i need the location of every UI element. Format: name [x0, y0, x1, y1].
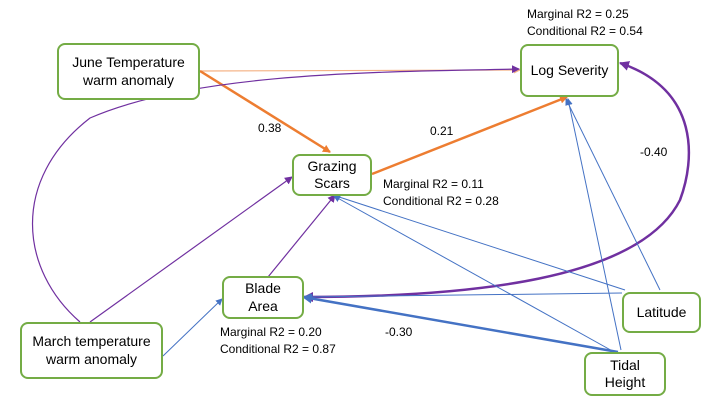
node-march-temperature: March temperature warm anomaly — [20, 322, 163, 379]
node-grazing-scars: Grazing Scars — [292, 154, 372, 196]
log-severity-conditional-r2: Conditional R2 = 0.54 — [527, 24, 643, 39]
blade-marginal-r2: Marginal R2 = 0.20 — [220, 325, 322, 339]
edge-latitude-to-log-severity — [565, 98, 661, 291]
edge-latitude-to-blade — [304, 292, 623, 301]
edge-grazing-to-log-severity — [371, 95, 568, 176]
blade-conditional-r2: Conditional R2 = 0.87 — [220, 342, 336, 357]
blade-fit-stats: Marginal R2 = 0.20 Conditional R2 = 0.87 — [220, 324, 336, 359]
edge-blade-to-grazing — [267, 194, 336, 278]
edge-tidal-to-blade — [302, 293, 619, 354]
node-latitude: Latitude — [622, 292, 701, 333]
grazing-fit-stats: Marginal R2 = 0.11 Conditional R2 = 0.28 — [383, 176, 499, 211]
edge-june-to-grazing — [199, 69, 331, 154]
node-tidal-height: Tidal Height — [584, 352, 666, 396]
edge-tidal-to-log-severity — [565, 98, 622, 351]
coef-grazing-to-log-severity: 0.21 — [430, 124, 454, 138]
log-severity-marginal-r2: Marginal R2 = 0.25 — [527, 7, 629, 21]
edge-latitude-to-grazing — [332, 193, 626, 291]
edge-march-to-grazing — [89, 176, 293, 323]
node-blade-area: Blade Area — [222, 276, 304, 319]
edge-tidal-to-grazing — [333, 195, 617, 354]
coef-log-severity-blade: -0.40 — [640, 145, 668, 159]
log-severity-fit-stats: Marginal R2 = 0.25 Conditional R2 = 0.54 — [527, 6, 643, 41]
coef-june-to-grazing: 0.38 — [258, 121, 282, 135]
node-june-temperature: June Temperature warm anomaly — [57, 43, 200, 100]
edge-march-to-blade — [162, 298, 223, 357]
coef-tidal-to-blade: -0.30 — [385, 325, 413, 339]
grazing-marginal-r2: Marginal R2 = 0.11 — [383, 177, 484, 191]
edge-log-severity-blade-correlation — [303, 61, 691, 302]
node-log-severity: Log Severity — [520, 44, 619, 97]
grazing-conditional-r2: Conditional R2 = 0.28 — [383, 194, 499, 209]
